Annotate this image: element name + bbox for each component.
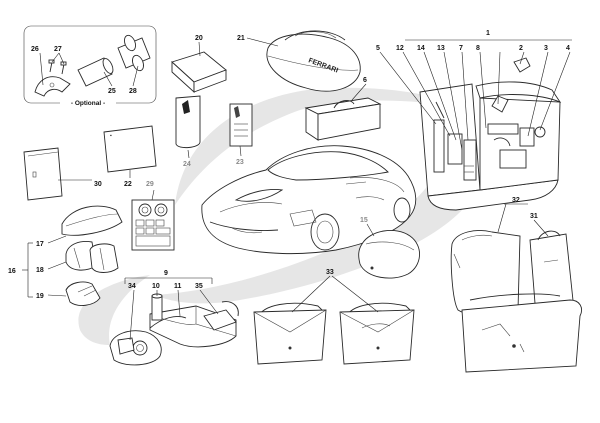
car-illustration <box>201 145 417 255</box>
callout-1: 1 <box>486 30 490 37</box>
callout-14: 14 <box>417 45 425 52</box>
callout-5: 5 <box>376 45 380 52</box>
callout-9: 9 <box>164 270 168 277</box>
optional-box: - Optional - <box>23 25 157 107</box>
callout-8: 8 <box>476 45 480 52</box>
round-cover-item <box>358 223 420 279</box>
callout-26: 26 <box>31 46 39 53</box>
callout-22: 22 <box>124 181 132 188</box>
callout-12: 12 <box>396 45 404 52</box>
callout-15: 15 <box>360 217 368 224</box>
tube-item <box>117 34 151 72</box>
callout-11: 11 <box>174 283 182 290</box>
callout-13: 13 <box>437 45 445 52</box>
callout-29: 29 <box>146 181 154 188</box>
callout-35: 35 <box>195 283 203 290</box>
label-sheet-item <box>131 189 175 251</box>
callout-25: 25 <box>108 88 116 95</box>
bracket-item <box>34 76 71 97</box>
callout-17: 17 <box>36 241 44 248</box>
callout-20: 20 <box>195 35 203 42</box>
compressor-kit-item <box>109 277 239 366</box>
callout-6: 6 <box>363 77 367 84</box>
callout-34: 34 <box>128 283 136 290</box>
shoulder-bags-item <box>253 275 415 365</box>
callout-4: 4 <box>566 45 570 52</box>
toolkit-case-item <box>379 39 572 211</box>
callout-23: 23 <box>236 159 244 166</box>
callout-33: 33 <box>326 269 334 276</box>
callout-18: 18 <box>36 267 44 274</box>
folder-item <box>23 147 92 201</box>
callout-27: 27 <box>54 46 62 53</box>
callout-28: 28 <box>129 88 137 95</box>
callout-19: 19 <box>36 293 44 300</box>
folded-cover-item <box>171 41 227 94</box>
cloth-group <box>22 205 123 306</box>
callout-7: 7 <box>459 45 463 52</box>
luggage-set-item <box>450 203 582 373</box>
callout-31: 31 <box>530 213 538 220</box>
callout-24: 24 <box>183 161 191 168</box>
callout-16: 16 <box>8 268 16 275</box>
manual-item: ▪ <box>103 125 157 178</box>
callout-32: 32 <box>512 197 520 204</box>
optional-label: - Optional - <box>71 100 105 107</box>
duffel-bag-item: FERRARI <box>246 30 361 92</box>
callout-3: 3 <box>544 45 548 52</box>
long-case-item <box>304 83 382 141</box>
callout-30: 30 <box>94 181 102 188</box>
callout-10: 10 <box>152 283 160 290</box>
cylinder-item <box>77 57 114 87</box>
manual-mark: ▪ <box>110 133 112 139</box>
callout-2: 2 <box>519 45 523 52</box>
callout-21: 21 <box>237 35 245 42</box>
pouch-item <box>175 95 201 159</box>
booklet-item <box>229 103 253 157</box>
